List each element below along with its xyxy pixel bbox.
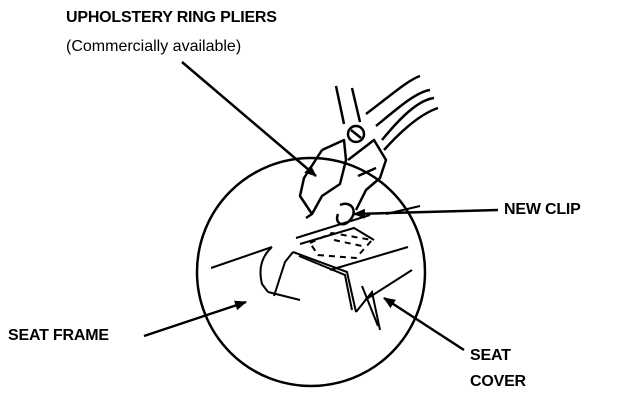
detail-circle — [195, 156, 427, 388]
seat-frame-label: SEAT FRAME — [8, 327, 109, 344]
frame-leader-arrow — [143, 300, 247, 338]
leader-arrows — [143, 61, 499, 352]
clip-slot-dashes — [308, 231, 374, 260]
seat-cover-drawing — [273, 226, 381, 331]
cover-leader-arrow — [383, 296, 465, 352]
new-clip-drawing — [335, 202, 355, 226]
pliers-leader-arrow — [181, 61, 317, 177]
seat-cover-label-line1: SEAT — [470, 347, 511, 364]
pliers-sublabel: (Commercially available) — [66, 38, 242, 55]
seat-frame-drawing — [210, 205, 421, 301]
clip-leader-arrow — [353, 208, 499, 219]
new-clip-label: NEW CLIP — [504, 201, 581, 218]
seat-cover-label-line2: COVER — [470, 373, 526, 390]
pliers-label: UPHOLSTERY RING PLIERS — [66, 9, 277, 26]
pliers-drawing — [298, 74, 439, 220]
